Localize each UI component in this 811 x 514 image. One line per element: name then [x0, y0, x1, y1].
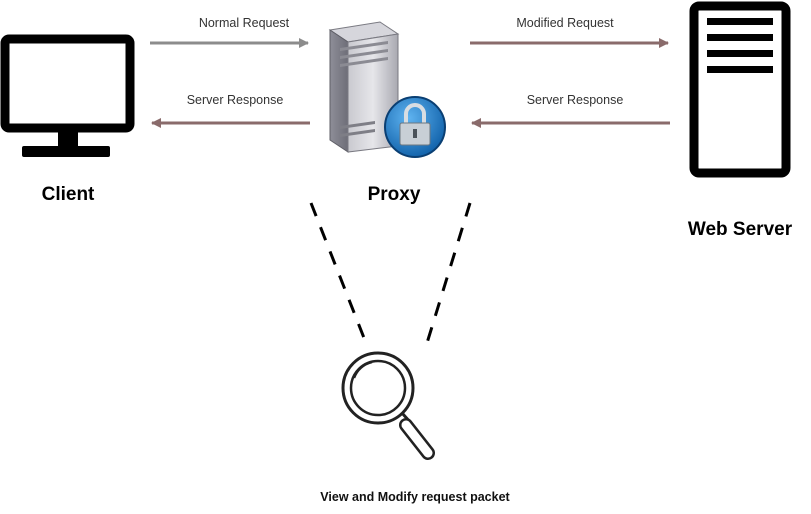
server-icon: [689, 1, 791, 178]
proxy-server-lock-icon: [328, 21, 446, 158]
inspection-caption: View and Modify request packet: [320, 490, 510, 504]
inspection-view-line-left: [309, 202, 368, 344]
normal-request-label: Normal Request: [199, 16, 290, 30]
proxy-label: Proxy: [368, 184, 421, 205]
modified-request-label: Modified Request: [516, 16, 614, 30]
client-label: Client: [42, 184, 95, 205]
inspection-view-line-right: [425, 202, 472, 344]
client-response-label: Server Response: [187, 93, 284, 107]
magnifier-icon: [341, 351, 435, 460]
web-server-label: Web Server: [688, 219, 793, 240]
monitor-icon: [0, 34, 135, 157]
proxy-response-label: Server Response: [527, 93, 624, 107]
